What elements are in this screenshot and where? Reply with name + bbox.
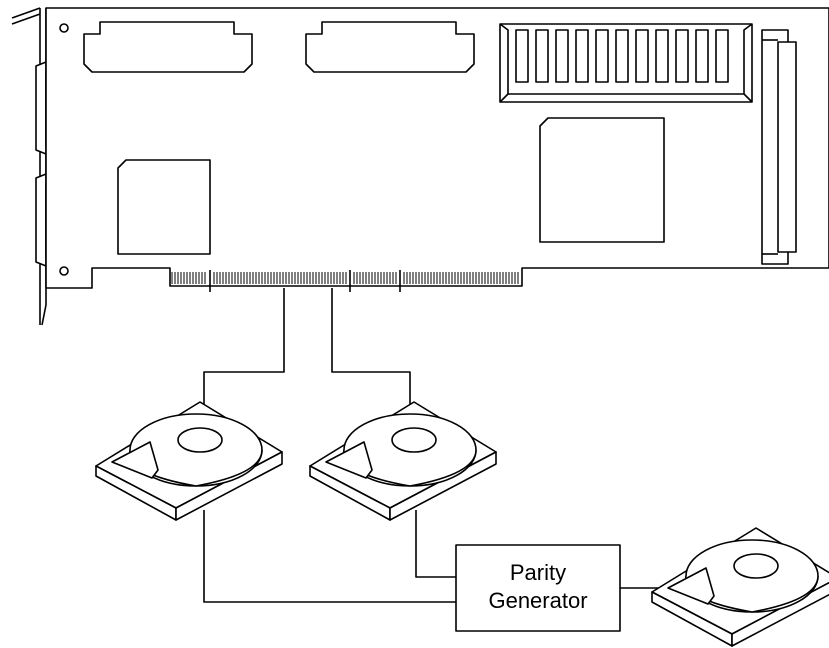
processor-chip bbox=[539, 117, 665, 243]
internal-connector-2 bbox=[305, 21, 475, 73]
disk-drive-2 bbox=[309, 401, 497, 521]
pci-edge-connector bbox=[171, 272, 519, 284]
parity-generator-label-line2: Generator bbox=[488, 588, 587, 613]
disk-drive-1 bbox=[95, 401, 283, 521]
internal-connector-1 bbox=[83, 21, 253, 73]
data-lines bbox=[203, 288, 660, 603]
mount-hole-bottom bbox=[59, 266, 69, 276]
mount-hole-top bbox=[59, 23, 69, 33]
parity-disk-drive bbox=[651, 527, 829, 647]
raid-controller-card bbox=[11, 7, 829, 326]
memory-socket bbox=[499, 23, 753, 103]
parity-generator-label-line1: Parity bbox=[510, 560, 566, 585]
side-connector bbox=[761, 29, 797, 265]
controller-chip bbox=[117, 159, 211, 255]
parity-generator-box: Parity Generator bbox=[455, 544, 621, 632]
